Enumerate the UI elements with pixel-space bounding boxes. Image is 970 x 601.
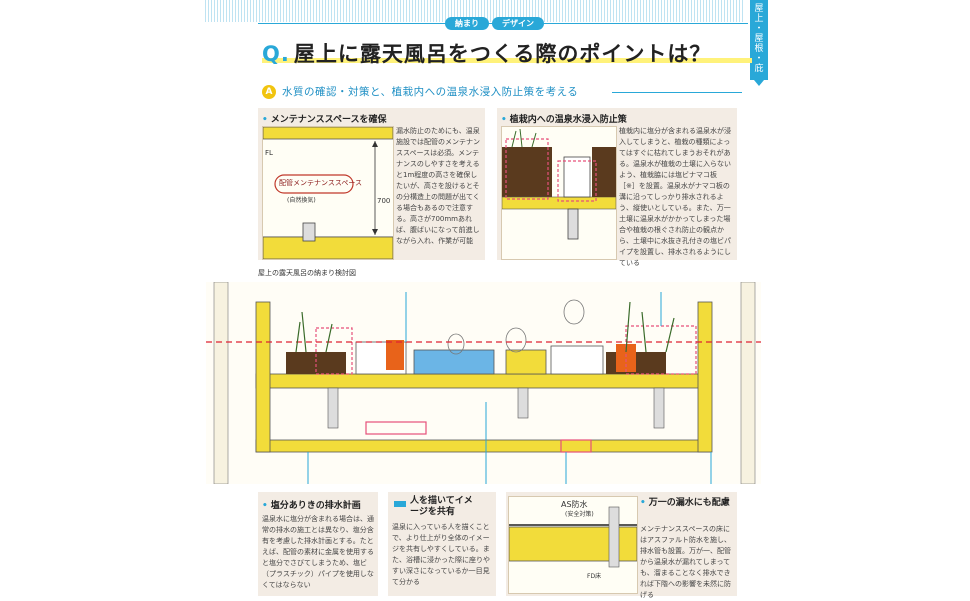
safety-label: (安全対策) (565, 511, 594, 518)
page-title: Q.屋上に露天風呂をつくる際のポイントは？ (262, 38, 711, 68)
question-prefix: Q. (262, 42, 290, 66)
tag-design: デザイン (492, 17, 544, 30)
maintenance-body: 漏水防止のためにも、温泉施設では配管のメンテナンススペースは必須。メンテナンスの… (396, 127, 480, 245)
section-side-tab[interactable]: 屋 上 ・ 屋 根 ・ 庇 (750, 0, 768, 86)
side-tab-char: 上 (754, 14, 764, 24)
leak-panel: AS防水 (安全対策) FD床 •万一の漏水にも配慮 メンテナンススペースの床に… (506, 492, 737, 599)
fd-floor-label: FD床 (587, 573, 602, 580)
sketch-sub-label: (自然換気) (287, 197, 316, 204)
side-tab-char: ・ (754, 54, 764, 64)
tag-osamari: 納まり (445, 17, 489, 30)
planting-panel: •植栽内への温泉水浸入防止策 植栽内に塩分が含まれる温泉水が浸入してしまうと、植… (497, 108, 737, 267)
people-body: 温泉に入っている人を描くことで、より仕上がり全体のイメージを共有しやすくしている… (392, 523, 490, 586)
category-tags: 納まり デザイン (445, 17, 544, 30)
side-tab-char: 屋 (754, 34, 764, 44)
planting-body: 植栽内に塩分が含まれる温泉水が浸入してしまうと、植栽の種類によってはすぐに枯れて… (619, 127, 731, 267)
side-tab-char: 根 (754, 44, 764, 54)
leak-heading: •万一の漏水にも配慮 (640, 498, 730, 508)
dimension-label: 700 (377, 197, 391, 205)
drainage-panel: •塩分ありきの排水計画 温泉水に塩分が含まれる場合は、通常の排水の施工とは異なり… (258, 492, 378, 596)
leak-sketch: AS防水 (安全対策) FD床 (508, 496, 638, 594)
as-waterproof-label: AS防水 (561, 500, 588, 509)
drainage-heading: •塩分ありきの排水計画 (262, 501, 361, 511)
maintenance-sketch: FL 配管メンテナンススペース (自然換気) 700 (262, 126, 394, 260)
arrow-icon (394, 501, 406, 507)
side-tab-char: ・ (754, 24, 764, 34)
leak-body: メンテナンススペースの床にはアスファルト防水を施し、排水管も設置。万が一、配管か… (640, 525, 731, 599)
planting-heading: •植栽内への温泉水浸入防止策 (501, 115, 627, 125)
down-arrow-icon (754, 80, 764, 86)
side-tab-char: 屋 (754, 4, 764, 14)
planting-sketch (501, 126, 617, 260)
drainage-body: 温泉水に塩分が含まれる場合は、通常の排水の施工とは異なり、塩分含有を考慮した排水… (262, 515, 374, 589)
maintenance-panel: •メンテナンススペースを確保 FL 配管メンテナンススペース (自然換気) 70… (258, 108, 485, 260)
diagram-caption: 屋上の露天風呂の納まり検討図 (258, 269, 356, 277)
question-text: 屋上に露天風呂をつくる際のポイントは？ (293, 42, 712, 66)
answer-badge: A (262, 84, 276, 99)
title-highlight (262, 58, 752, 63)
section-diagram (206, 282, 761, 484)
fl-label: FL (265, 149, 273, 157)
answer-text: 水質の確認・対策と、植栽内への温泉水浸入防止策を考える (282, 86, 579, 98)
answer-rule (612, 92, 742, 93)
header-stripe (205, 0, 745, 22)
maintenance-heading: •メンテナンススペースを確保 (262, 115, 387, 125)
answer-heading: A 水質の確認・対策と、植栽内への温泉水浸入防止策を考える (262, 84, 578, 99)
people-panel: 人を描いてイメージを共有 温泉に入っている人を描くことで、より仕上がり全体のイメ… (388, 492, 496, 596)
people-heading: 人を描いてイメージを共有 (410, 496, 473, 517)
side-tab-char: 庇 (754, 64, 764, 74)
sketch-label: 配管メンテナンススペース (279, 179, 363, 187)
